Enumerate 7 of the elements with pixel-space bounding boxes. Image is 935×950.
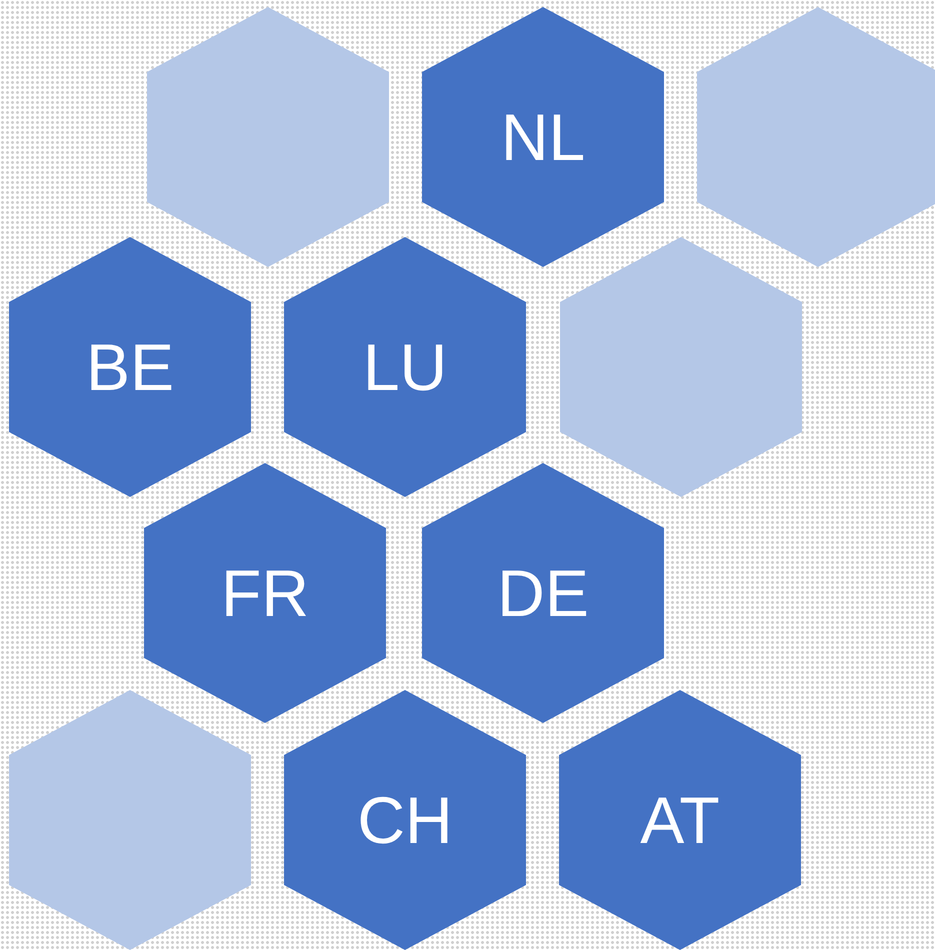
country-code: NL bbox=[500, 104, 586, 170]
country-code: LU bbox=[362, 334, 448, 400]
country-code: CH bbox=[357, 787, 453, 853]
country-code: BE bbox=[86, 334, 174, 400]
country-code: FR bbox=[221, 560, 309, 626]
country-code: AT bbox=[640, 787, 720, 853]
country-code: DE bbox=[497, 560, 589, 626]
